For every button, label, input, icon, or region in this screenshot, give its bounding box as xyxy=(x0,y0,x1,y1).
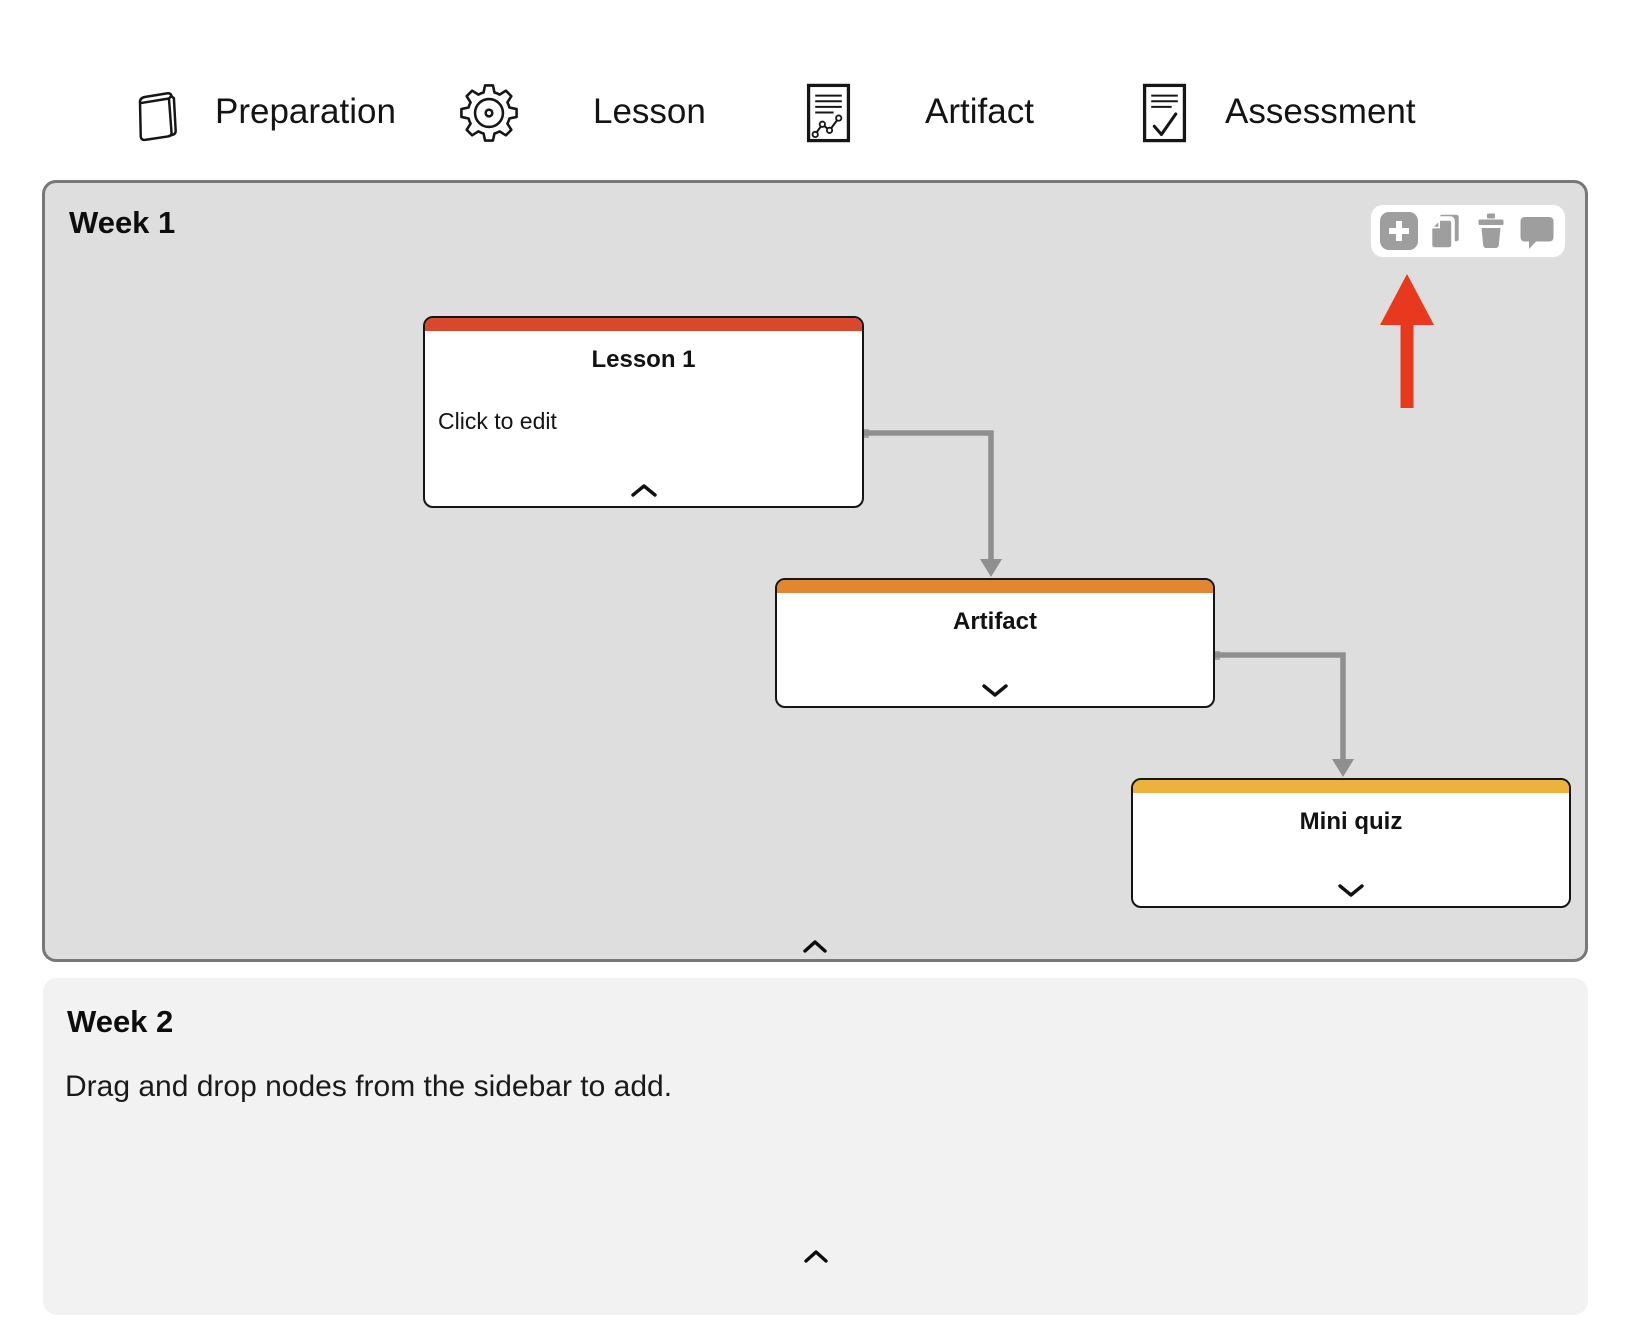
node-accent-bar xyxy=(1133,780,1569,793)
node-title: Lesson 1 xyxy=(591,346,696,373)
collapse-node-chevron-up-icon[interactable] xyxy=(630,483,658,498)
week-1-title: Week 1 xyxy=(69,205,176,240)
document-check-icon xyxy=(1141,82,1188,149)
legend-label-assessment[interactable]: Assessment xyxy=(1225,92,1416,131)
delete-node-button[interactable] xyxy=(1470,210,1512,252)
chevron-up-icon xyxy=(803,940,827,956)
gear-icon xyxy=(458,82,520,149)
red-pointer-arrow xyxy=(1380,274,1434,408)
node-title: Mini quiz xyxy=(1299,808,1403,835)
node-lesson-1[interactable]: Lesson 1 Click to edit xyxy=(423,316,864,508)
node-accent-bar xyxy=(777,580,1213,593)
node-accent-bar xyxy=(425,318,862,331)
node-mini-quiz[interactable]: Mini quiz xyxy=(1131,778,1571,908)
collapse-week-2-chevron[interactable] xyxy=(803,1250,828,1266)
legend-label-lesson[interactable]: Lesson xyxy=(593,92,706,131)
plus-icon xyxy=(1379,212,1419,254)
node-edit-placeholder[interactable]: Click to edit xyxy=(438,408,557,434)
add-node-button[interactable] xyxy=(1378,210,1420,252)
node-artifact[interactable]: Artifact xyxy=(775,578,1215,708)
expand-node-chevron-down-icon[interactable] xyxy=(1337,883,1365,898)
comment-button[interactable] xyxy=(1516,210,1558,252)
legend-label-artifact[interactable]: Artifact xyxy=(925,92,1034,131)
collapse-week-1-chevron[interactable] xyxy=(803,940,827,953)
chevron-up-icon xyxy=(803,1250,828,1266)
week-1-panel: Week 1 xyxy=(42,180,1588,962)
week-2-title: Week 2 xyxy=(67,1004,174,1039)
expand-node-chevron-down-icon[interactable] xyxy=(981,683,1009,698)
week-2-panel: Week 2 Drag and drop nodes from the side… xyxy=(43,978,1588,1315)
node-type-legend: Preparation Lesson xyxy=(0,0,1636,160)
trash-icon xyxy=(1471,213,1511,254)
copy-icon xyxy=(1425,213,1465,254)
drop-zone-hint: Drag and drop nodes from the sidebar to … xyxy=(65,1070,673,1103)
speech-bubble-icon xyxy=(1517,217,1557,254)
node-title: Artifact xyxy=(952,608,1037,635)
document-chart-icon xyxy=(805,82,852,149)
duplicate-node-button[interactable] xyxy=(1424,210,1466,252)
legend-label-preparation[interactable]: Preparation xyxy=(215,92,396,131)
node-toolbar xyxy=(1371,205,1565,257)
book-icon xyxy=(124,82,186,149)
